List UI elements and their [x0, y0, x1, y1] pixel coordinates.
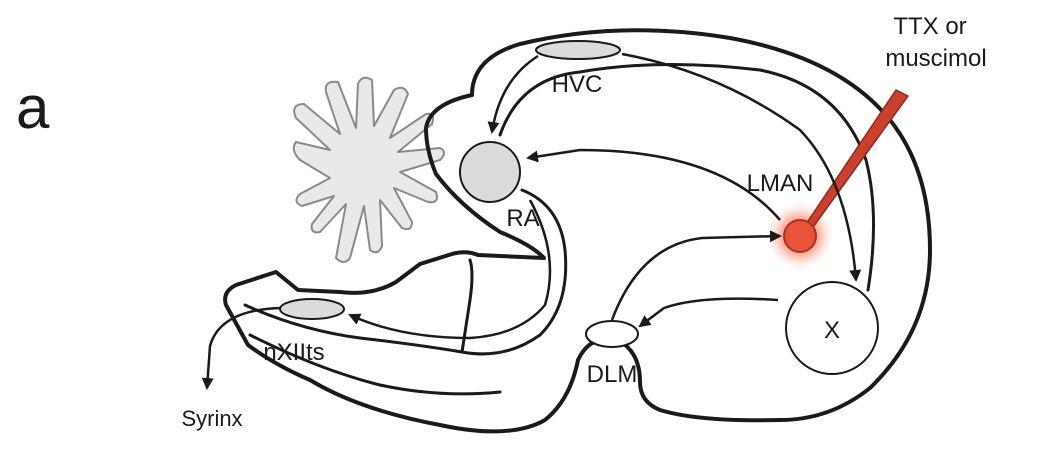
- cerebellum-shape: [294, 78, 444, 262]
- ra-label: RA: [506, 205, 539, 232]
- x-label: X: [824, 317, 840, 344]
- arrow-lman-to-ra: [528, 150, 780, 220]
- drug-label-line2: muscimol: [885, 45, 986, 72]
- ra-nucleus: [460, 142, 520, 202]
- hvc-label: HVC: [552, 71, 603, 98]
- hvc-nucleus: [536, 41, 620, 59]
- arrow-dlm-to-lman: [612, 236, 780, 320]
- drug-label-line1: TTX or: [893, 13, 966, 40]
- nxiits-label: nXIIts: [263, 339, 324, 366]
- syrinx-label: Syrinx: [181, 406, 242, 431]
- lman-label: LMAN: [747, 170, 814, 197]
- nxiits-nucleus: [280, 299, 344, 319]
- pipette-icon: [802, 90, 908, 234]
- dlm-label: DLM: [587, 361, 638, 388]
- dlm-nucleus: [586, 321, 638, 347]
- arrow-x-to-dlm: [640, 299, 778, 326]
- lman-nucleus: [784, 220, 816, 252]
- panel-label: a: [16, 74, 50, 141]
- arrow-hvc-to-ra: [492, 56, 538, 132]
